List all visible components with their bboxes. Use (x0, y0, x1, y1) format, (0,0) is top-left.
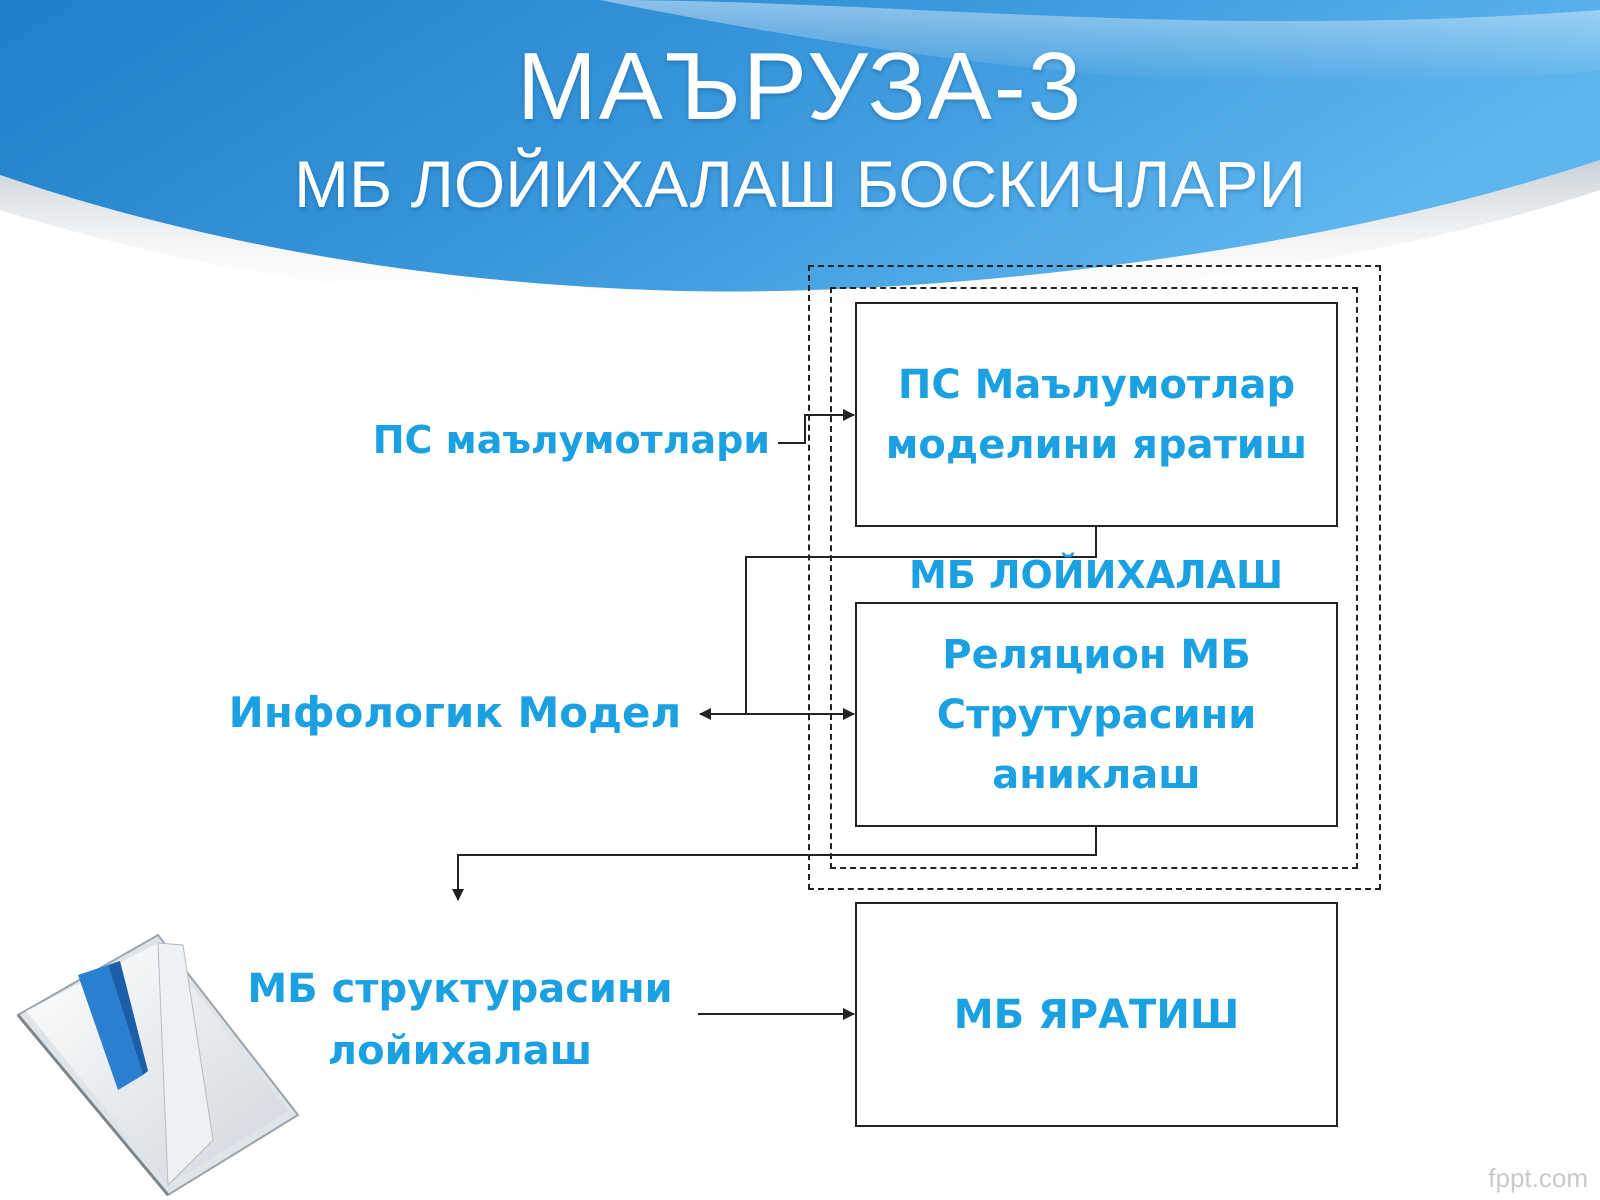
box-create-database: МБ ЯРАТИШ (855, 902, 1338, 1127)
node-infological-model: Инфологик Модел (228, 688, 682, 737)
header-banner (0, 0, 1600, 313)
group-label: МБ ЛОЙИХАЛАШ (908, 553, 1284, 597)
node-structure-design: МБ структурасини лойихалаш (247, 966, 673, 1074)
slide-subtitle: МБ ЛОЙИХАЛАШ БОСКИЧЛАРИ (293, 147, 1307, 221)
group-outer-frame (808, 265, 1381, 890)
box-define-relational-structure-label: Реляцион МБ Струтурасини аниклаш (936, 631, 1257, 798)
box-define-relational-structure: Реляцион МБ Струтурасини аниклаш (855, 602, 1338, 827)
watermark: fppt.com (1488, 1163, 1588, 1193)
box-create-data-model: ПС Маълумотлар моделини яратиш (855, 302, 1338, 527)
input-ps-data: ПС маълумотлари (372, 418, 770, 462)
book-icon (16, 933, 300, 1197)
box-create-data-model-label: ПС Маълумотлар моделини яратиш (885, 361, 1308, 468)
slide-title: МАЪРУЗА-3 (516, 33, 1084, 140)
group-inner-frame (830, 287, 1358, 869)
box-create-database-label: МБ ЯРАТИШ (953, 991, 1240, 1038)
